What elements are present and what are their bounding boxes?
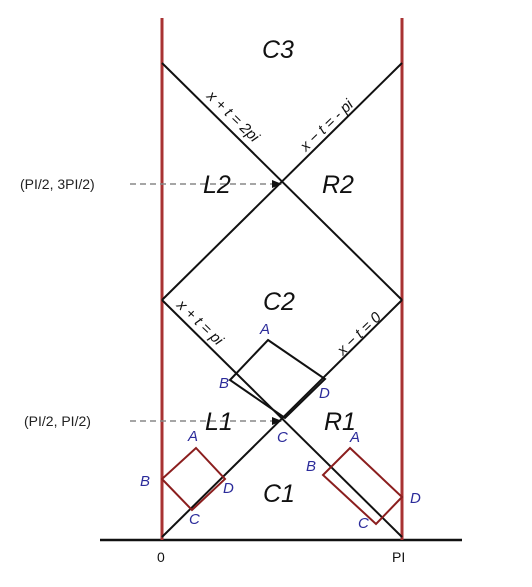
left-point-d: D	[223, 480, 234, 497]
annotation-lower-point: (PI/2, PI/2)	[24, 413, 91, 429]
center-point-d: D	[319, 385, 330, 402]
line-x-minus-t-neg-pi	[161, 62, 403, 301]
null-lines	[161, 62, 403, 538]
region-r2-label: R2	[322, 171, 354, 199]
center-point-b: B	[219, 375, 229, 392]
equation-x-plus-t-2pi: x + t = 2pi	[203, 87, 263, 146]
center-point-c: C	[277, 429, 288, 446]
region-l2-label: L2	[203, 171, 231, 199]
equation-x-minus-t-neg-pi: x − t = - pi	[296, 96, 357, 156]
left-square	[160, 446, 227, 512]
region-l1-label: L1	[205, 408, 233, 436]
right-point-c: C	[358, 515, 369, 532]
region-r1-label: R1	[324, 408, 356, 436]
equation-x-plus-t-pi: x + t = pi	[173, 296, 227, 349]
left-point-b: B	[140, 473, 150, 490]
axis-label-pi: PI	[392, 549, 405, 565]
line-x-minus-t-zero	[161, 299, 403, 538]
axis-label-zero: 0	[157, 549, 165, 565]
equation-x-minus-t-zero: x − t = 0	[333, 309, 385, 360]
annotation-upper-point: (PI/2, 3PI/2)	[20, 176, 95, 192]
right-point-b: B	[306, 458, 316, 475]
left-point-a: A	[187, 428, 198, 445]
center-point-a: A	[259, 321, 270, 338]
right-point-a: A	[349, 429, 360, 446]
center-square	[228, 338, 327, 420]
left-point-c: C	[189, 511, 200, 528]
region-c1-label: C1	[263, 480, 295, 508]
right-rectangle	[321, 446, 404, 526]
right-point-d: D	[410, 490, 421, 507]
region-c3-label: C3	[262, 36, 294, 64]
region-c2-label: C2	[263, 288, 295, 316]
